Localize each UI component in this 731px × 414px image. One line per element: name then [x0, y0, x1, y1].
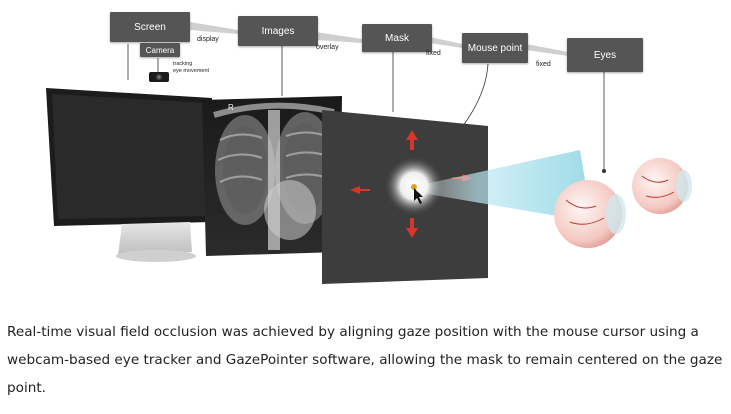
- node-mouse-point-label: Mouse point: [467, 42, 523, 54]
- edge-label-display: display: [197, 36, 219, 43]
- node-images: Images: [238, 16, 318, 46]
- edge-label-fixed-eyes: fixed: [536, 61, 551, 68]
- diagram-artwork: R: [46, 22, 692, 284]
- chest-xray-image: R: [202, 96, 342, 256]
- node-mask: Mask: [362, 24, 432, 52]
- webcam-icon: [149, 72, 169, 82]
- diagram: R Screen: [46, 12, 692, 284]
- node-images-label: Images: [261, 25, 295, 37]
- node-screen-label: Screen: [134, 21, 166, 33]
- node-screen: Screen: [110, 12, 190, 42]
- gaze-beam: [416, 150, 592, 222]
- xray-side-marker: R: [228, 103, 234, 112]
- connector-mask-mouse: [430, 37, 462, 48]
- connector-screen-images: [190, 22, 238, 34]
- edge-label-eye-movement: eye movement: [173, 68, 210, 74]
- edge-label-tracking: tracking: [173, 61, 193, 67]
- node-camera-label: Camera: [145, 45, 175, 55]
- connector-images-mask: [316, 32, 362, 43]
- node-eyes-label: Eyes: [593, 49, 617, 61]
- node-mask-label: Mask: [385, 32, 409, 44]
- connector-mouse-eyes: [526, 44, 568, 56]
- monitor: [46, 88, 212, 262]
- edge-label-overlay: overlay: [316, 44, 339, 51]
- figure-caption: Real-time visual field occlusion was ach…: [7, 324, 723, 396]
- node-mouse-point: Mouse point: [462, 33, 528, 63]
- occlusion-mask: [322, 110, 488, 284]
- eyeball-icon: [554, 158, 692, 248]
- edge-label-fixed-mask: fixed: [426, 50, 441, 57]
- node-eyes: Eyes: [567, 38, 643, 72]
- node-camera: Camera: [140, 43, 180, 57]
